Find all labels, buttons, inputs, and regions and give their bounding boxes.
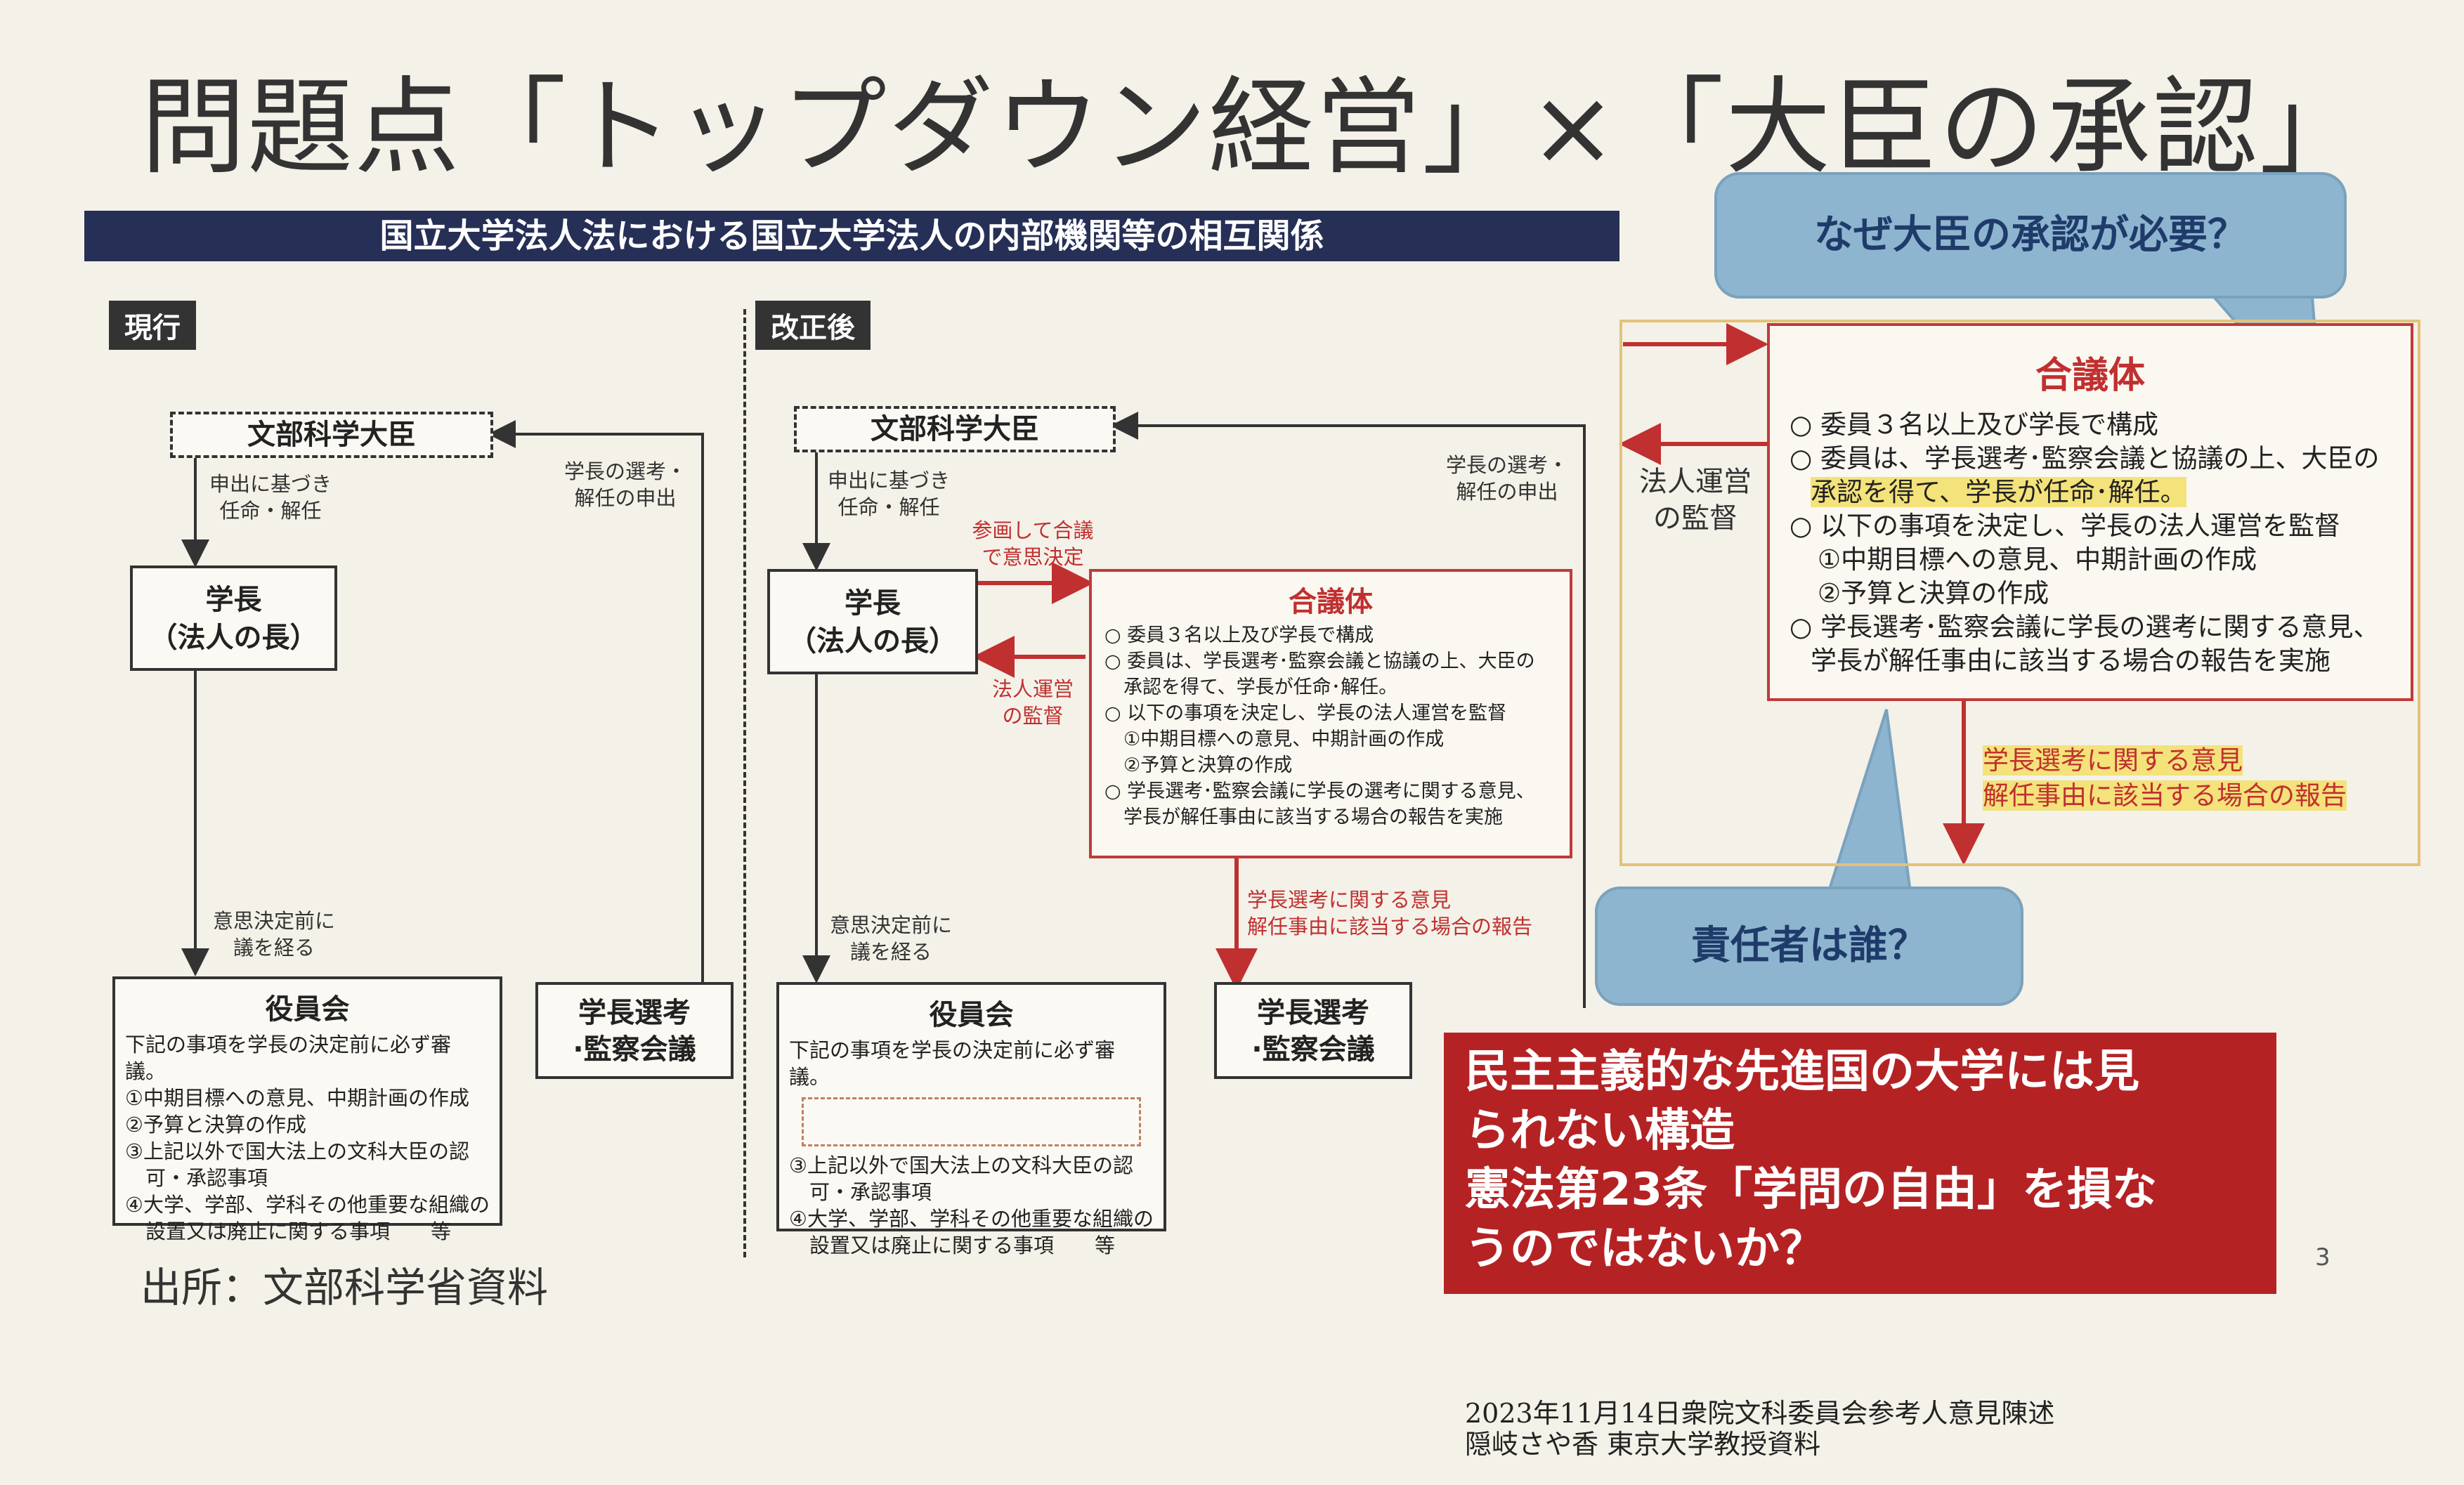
bubble-who-responsible: 責任者は誰？	[1595, 887, 2023, 1006]
arrow-selection-to-minister	[488, 420, 704, 982]
board-box-revised: 役員会 下記の事項を学長の決定前に必ず審議。 ③上記以外で国大法上の文科大臣の認…	[776, 982, 1166, 1257]
supervise-label-zoom: 法人運営 の監督	[1639, 466, 1752, 535]
arrow-selection-to-minister-r	[1110, 412, 1586, 1008]
appoint-label-current: 申出に基づき 任命・解任	[209, 472, 332, 523]
section-banner: 国立大学法人法における国立大学法人の内部機関等の相互関係	[84, 211, 1619, 261]
board-box-current: 役員会 下記の事項を学長の決定前に必ず審議。 ①中期目標への意見、中期計画の作成…	[112, 976, 502, 1243]
footer-credit: 2023年11月14日衆院文科委員会参考人意見陳述 隠岐さや香 東京大学教授資料	[1465, 1398, 2055, 1460]
conclusion-callout: 民主主義的な先進国の大学には見 られない構造 憲法第23条「学問の自由」を損な …	[1444, 1033, 2276, 1294]
appoint-label-revised: 申出に基づき 任命・解任	[827, 469, 950, 519]
tag-current: 現行	[109, 301, 196, 350]
minister-box-current: 文部科学大臣	[170, 412, 493, 458]
selection-box-revised: 学長選考 ·監察会議	[1214, 982, 1412, 1079]
council-box-zoom: 合議体 ○ 委員３名以上及び学長で構成 ○ 委員は、学長選考･監察会議と協議の上…	[1767, 323, 2413, 701]
tag-revised: 改正後	[755, 301, 871, 350]
zoom-panel	[1619, 320, 2420, 866]
report-label-zoom: 学長選考に関する意見 解任事由に該当する場合の報告	[1983, 745, 2347, 811]
nomination-label-revised: 学長の選考・ 解任の申出	[1445, 453, 1568, 504]
supervise-label: 法人運営 の監督	[991, 677, 1074, 728]
source-note: 出所：文部科学省資料	[141, 1264, 549, 1311]
report-label-revised: 学長選考に関する意見 解任事由に該当する場合の報告	[1247, 888, 1533, 938]
selection-box-current: 学長選考 ·監察会議	[535, 982, 734, 1079]
removed-items-placeholder	[802, 1097, 1141, 1146]
nomination-label-current: 学長の選考・ 解任の申出	[563, 459, 686, 510]
participate-label: 参画して合議 で意思決定	[972, 518, 1094, 569]
minister-box-revised: 文部科学大臣	[794, 406, 1116, 452]
deliberation-label-current: 意思決定前に 議を経る	[212, 909, 335, 960]
bubble-why-approval: なぜ大臣の承認が必要？	[1714, 172, 2347, 299]
page-number: 3	[2315, 1243, 2331, 1271]
column-divider	[743, 309, 746, 1257]
zoom-item-2: ○ 委員は、学長選考･監察会議と協議の上、大臣の	[1790, 443, 2380, 473]
council-box-revised: 合議体 ○ 委員３名以上及び学長で構成 ○ 委員は、学長選考･監察会議と協議の上…	[1089, 569, 1572, 858]
highlight-minister-approval: 承認を得て、学長が任命･解任。	[1811, 477, 2186, 507]
deliberation-label-revised: 意思決定前に 議を経る	[829, 913, 952, 964]
president-box-revised: 学長 （法人の長）	[767, 569, 978, 674]
page-title: 問題点「トップダウン経営」×「大臣の承認」	[141, 67, 2366, 189]
president-box-current: 学長 （法人の長）	[130, 565, 337, 671]
